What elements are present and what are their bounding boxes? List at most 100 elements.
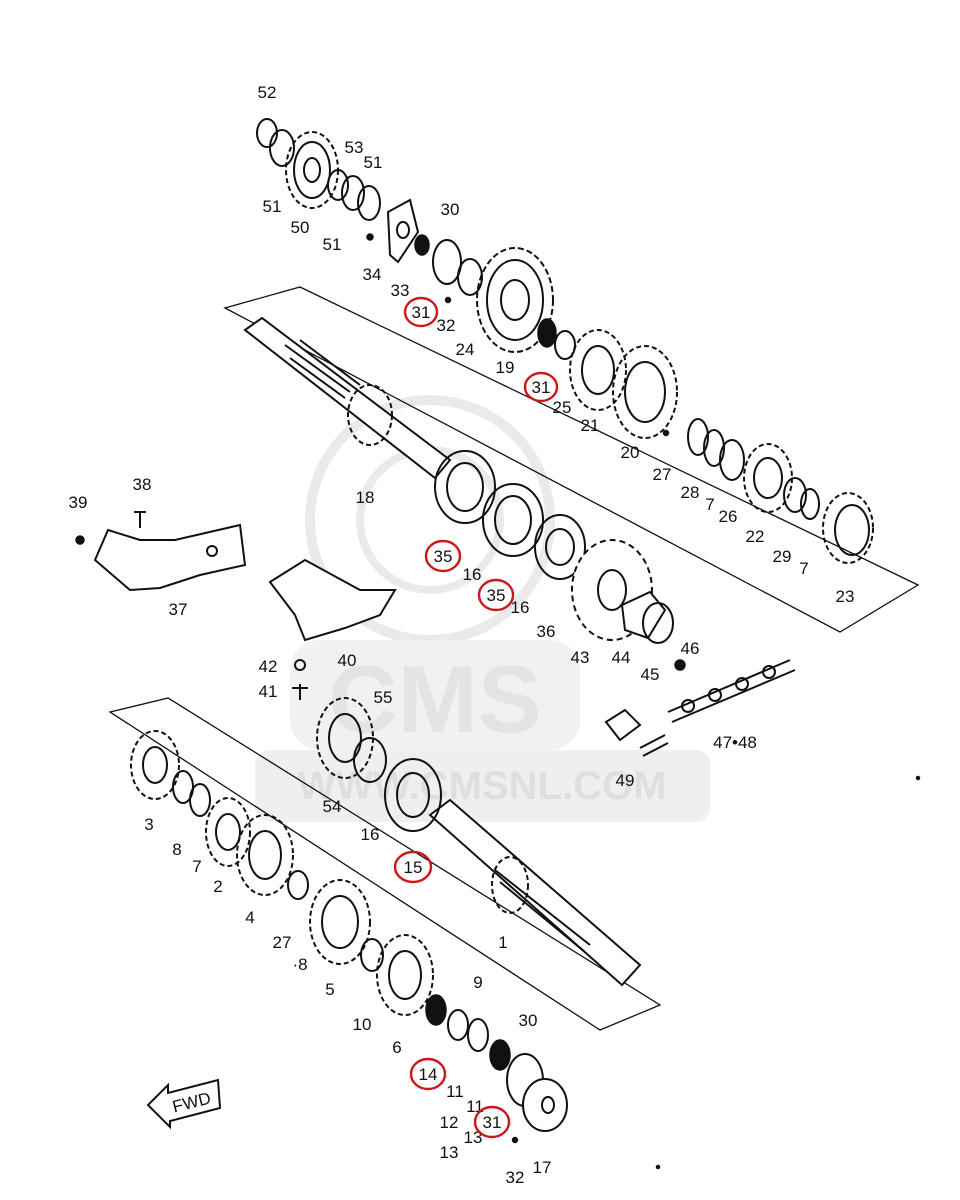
- label-7a: 7: [705, 495, 714, 514]
- label-10: 10: [353, 1015, 372, 1034]
- screw-38: [134, 511, 146, 528]
- speck: [655, 1164, 661, 1170]
- washer-42: [294, 659, 306, 671]
- washer-52: [256, 118, 278, 148]
- oil-seal-36: [534, 514, 586, 580]
- label-40: 40: [338, 651, 357, 670]
- label-12: 12: [440, 1113, 459, 1132]
- watermark-site: WWW.CMSNL.COM: [298, 764, 667, 808]
- highlight-31c: [473, 1105, 511, 1139]
- washer-28: [687, 418, 709, 456]
- label-39: 39: [69, 493, 88, 512]
- label-26: 26: [719, 507, 738, 526]
- label-49: 49: [616, 771, 635, 790]
- label-32b: 32: [506, 1168, 525, 1187]
- highlight-31a: [403, 296, 439, 328]
- bearing-31c: [489, 1039, 511, 1071]
- bracket-37: [93, 523, 247, 592]
- driveshaft-1: [428, 798, 642, 987]
- master-link-49: [604, 708, 669, 757]
- countershaft-18: [243, 316, 452, 480]
- highlight-31b: [523, 371, 559, 403]
- arrow-left-icon: [146, 1078, 222, 1130]
- label-31b: 31: [532, 378, 551, 397]
- label-25: 25: [553, 398, 572, 417]
- bearing-35b: [482, 483, 544, 557]
- bearings-35-16: [434, 450, 586, 580]
- label-8a: 8: [172, 840, 181, 859]
- gear-23: [822, 492, 874, 564]
- countershaft-box: [223, 286, 920, 633]
- bearing-35a: [434, 450, 496, 524]
- part-labels: 52 51 50 51 53 51 30 34 33 31 32 24 19 3…: [69, 83, 855, 1187]
- gear-5: [309, 879, 371, 965]
- label-34: 34: [363, 265, 382, 284]
- cover-40: [268, 558, 397, 642]
- label-45: 45: [641, 665, 660, 684]
- label-28: 28: [681, 483, 700, 502]
- label-16b: 16: [511, 598, 530, 617]
- label-7c: 7: [192, 857, 201, 876]
- bearing-15: [384, 758, 442, 832]
- speck: [915, 775, 921, 781]
- label-24: 24: [456, 340, 475, 359]
- label-30b: 30: [519, 1011, 538, 1030]
- washer-7a: [703, 429, 725, 467]
- label-27b: 27: [273, 933, 292, 952]
- label-18: 18: [356, 488, 375, 507]
- washer-11: [447, 1009, 469, 1041]
- label-16c: 16: [361, 825, 380, 844]
- label-30a: 30: [441, 200, 460, 219]
- washer-7c: [189, 783, 211, 817]
- gear-20: [612, 345, 678, 439]
- gear-3: [130, 730, 180, 800]
- clip-32b: [511, 1136, 519, 1144]
- label-27a: 27: [653, 465, 672, 484]
- label-19: 19: [496, 358, 515, 377]
- label-1: 1: [498, 933, 507, 952]
- label-16a: 16: [463, 565, 482, 584]
- label-14: 14: [419, 1065, 438, 1084]
- driveshaft-lower-gears: [130, 730, 568, 1144]
- watermark: CMS WWW.CMSNL.COM: [255, 395, 710, 822]
- highlight-35b: [477, 578, 515, 612]
- label-47-48: 47•48: [713, 733, 757, 752]
- driveshaft-upper-parts: [316, 697, 442, 832]
- label-33: 33: [391, 281, 410, 300]
- label-54: 54: [323, 797, 342, 816]
- label-22: 22: [746, 527, 765, 546]
- label-11a: 11: [446, 1082, 464, 1101]
- sprocket-assembly: [571, 539, 796, 757]
- bearing-31a: [414, 234, 430, 256]
- label-8b: ·8: [292, 955, 307, 974]
- label-35a: 35: [434, 547, 453, 566]
- chain-47-48: [667, 659, 796, 723]
- label-43: 43: [571, 648, 590, 667]
- highlight-35a: [424, 539, 462, 573]
- label-3: 3: [144, 815, 153, 834]
- driveshaft-box: [108, 697, 662, 1031]
- washer-24: [457, 258, 483, 296]
- countershaft-gears: [476, 247, 874, 564]
- washer-53: [341, 175, 365, 211]
- label-4: 4: [245, 908, 254, 927]
- label-29: 29: [773, 547, 792, 566]
- gear-50: [285, 131, 339, 209]
- gear-21: [569, 329, 627, 411]
- washer-45: [642, 602, 674, 644]
- plate-33: [386, 198, 420, 264]
- watermark-brand: CMS: [328, 646, 541, 753]
- washer-10: [360, 938, 384, 972]
- label-38: 38: [133, 475, 152, 494]
- label-36: 36: [537, 622, 556, 641]
- label-53: 53: [345, 138, 364, 157]
- washer-55: [353, 737, 387, 783]
- label-15: 15: [404, 858, 423, 877]
- clip-27a: [662, 429, 670, 437]
- washer-26: [719, 439, 745, 481]
- bearing-31b: [537, 318, 557, 348]
- label-20: 20: [621, 443, 640, 462]
- bushing-30: [432, 239, 462, 285]
- clip-32a: [444, 296, 452, 304]
- washer-29: [783, 477, 807, 513]
